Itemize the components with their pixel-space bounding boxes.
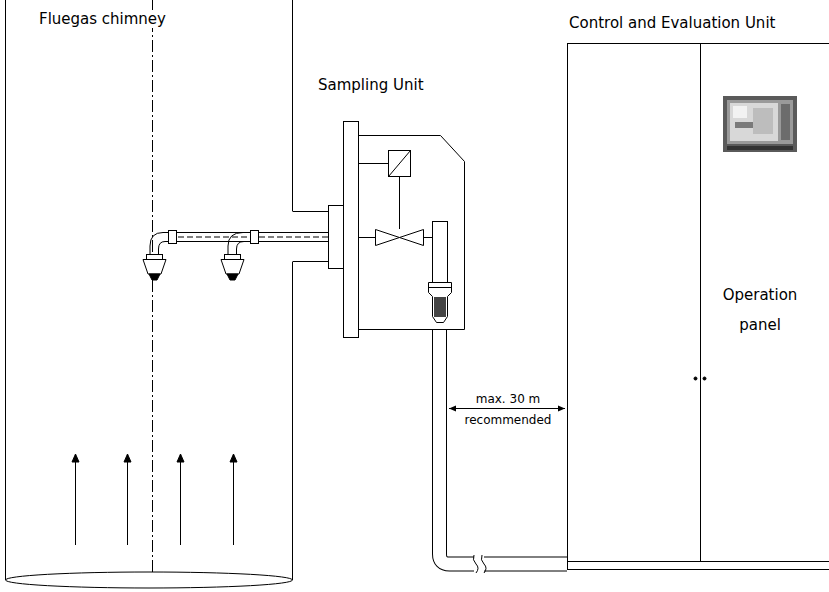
flow-arrows: [72, 454, 237, 545]
chimney-label: Fluegas chimney: [37, 10, 168, 28]
chimney-node: Fluegas chimney: [5, 0, 292, 580]
unit-heading: Control and Evaluation Unit: [569, 14, 775, 32]
sample-line: [440, 330, 568, 564]
dimension-line: [449, 408, 565, 409]
sampling-unit-housing: [329, 122, 465, 338]
operation-panel-node: Operation panel: [705, 92, 815, 342]
dimension-text: max. 30 m: [449, 392, 567, 406]
chimney-outline: [6, 0, 329, 588]
panel-screen: [723, 96, 797, 152]
sampling-unit-node: Sampling Unit: [318, 72, 468, 330]
cabinet: [568, 44, 829, 570]
center-line: [152, 0, 153, 575]
dimension-text: recommended: [449, 413, 567, 427]
unit-heading: Sampling Unit: [318, 76, 424, 94]
panel-label: Operation panel: [705, 280, 815, 340]
control-unit-node: Control and Evaluation UnitOperation pan…: [567, 8, 829, 570]
sampling-probe: [143, 231, 343, 281]
